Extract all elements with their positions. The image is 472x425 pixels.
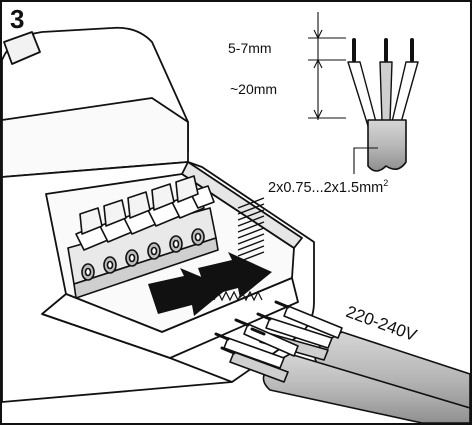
- stripped-wire-ends: [214, 300, 290, 355]
- spring-component: [213, 290, 263, 302]
- cable-icon: [223, 305, 470, 423]
- terminal-block-icon: [67, 175, 219, 299]
- cable-spec-label: 2x0.75...2x1.5mm2: [268, 178, 388, 196]
- cable-spec-superscript: 2: [383, 178, 389, 188]
- cable-spec-text: 2x0.75...2x1.5mm: [268, 179, 384, 196]
- step-number: 3: [10, 4, 25, 34]
- insertion-arrow-icon: [148, 252, 272, 316]
- strip-length-label: 5-7mm: [228, 40, 272, 56]
- sheath-length-label: ~20mm: [230, 81, 278, 97]
- vent-slots: [237, 197, 265, 263]
- cable-preparation-detail: [308, 12, 419, 174]
